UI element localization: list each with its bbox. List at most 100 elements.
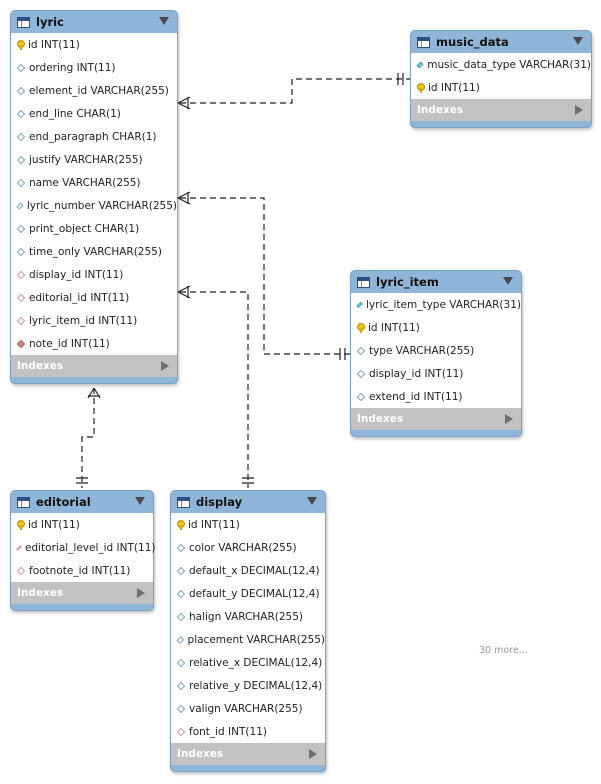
column-row[interactable]: halign VARCHAR(255) bbox=[171, 605, 325, 628]
table-title: music_data bbox=[436, 35, 509, 49]
column-label: editorial_id INT(11) bbox=[29, 291, 130, 304]
expand-arrow-icon[interactable] bbox=[575, 105, 583, 115]
column-row[interactable]: ordering INT(11) bbox=[11, 56, 177, 79]
crows-foot-marker bbox=[177, 191, 191, 205]
column-row[interactable]: end_paragraph CHAR(1) bbox=[11, 125, 177, 148]
indexes-section[interactable]: Indexes bbox=[171, 743, 325, 765]
column-row[interactable]: end_line CHAR(1) bbox=[11, 102, 177, 125]
expand-arrow-icon[interactable] bbox=[505, 414, 513, 424]
column-label: print_object CHAR(1) bbox=[29, 222, 140, 235]
collapse-arrow-icon[interactable] bbox=[573, 37, 583, 45]
column-diamond-icon bbox=[16, 132, 26, 141]
column-row[interactable]: element_id VARCHAR(255) bbox=[11, 79, 177, 102]
table-header[interactable]: music_data bbox=[411, 31, 591, 53]
primary-key-icon bbox=[17, 39, 25, 50]
column-diamond-icon bbox=[176, 635, 184, 644]
collapse-arrow-icon[interactable] bbox=[307, 497, 317, 505]
column-row[interactable]: note_id INT(11) bbox=[11, 332, 177, 355]
column-row[interactable]: music_data_type VARCHAR(31) bbox=[411, 53, 591, 76]
table-lyric[interactable]: lyric id INT(11)ordering INT(11)element_… bbox=[10, 10, 178, 384]
column-row[interactable]: lyric_item_id INT(11) bbox=[11, 309, 177, 332]
table-header[interactable]: editorial bbox=[11, 491, 153, 513]
column-row[interactable]: time_only VARCHAR(255) bbox=[11, 240, 177, 263]
link-lyric-editorial bbox=[81, 388, 95, 488]
foreign-key-diamond-icon bbox=[16, 293, 26, 302]
column-row[interactable]: lyric_item_type VARCHAR(31) bbox=[351, 293, 521, 316]
column-row[interactable]: id INT(11) bbox=[351, 316, 521, 339]
column-row[interactable]: relative_y DECIMAL(12,4) bbox=[171, 674, 325, 697]
column-diamond-icon bbox=[176, 566, 186, 575]
column-row[interactable]: default_x DECIMAL(12,4) bbox=[171, 559, 325, 582]
column-label: end_paragraph CHAR(1) bbox=[29, 130, 157, 143]
column-row[interactable]: display_id INT(11) bbox=[11, 263, 177, 286]
crows-foot-marker bbox=[87, 387, 101, 399]
column-row[interactable]: display_id INT(11) bbox=[351, 362, 521, 385]
one-marker bbox=[76, 477, 88, 484]
link-lyric-lyric-item bbox=[180, 197, 352, 355]
column-label: note_id INT(11) bbox=[29, 337, 110, 350]
column-row[interactable]: id INT(11) bbox=[11, 513, 153, 536]
table-header[interactable]: display bbox=[171, 491, 325, 513]
more-tables-label[interactable]: 30 more... bbox=[479, 645, 528, 656]
table-icon bbox=[417, 36, 430, 48]
table-title: lyric_item bbox=[376, 275, 439, 289]
table-icon bbox=[17, 496, 30, 508]
table-display[interactable]: display id INT(11) color VARCHAR(255) defa… bbox=[170, 490, 326, 772]
table-icon bbox=[357, 276, 370, 288]
column-row[interactable]: font_id INT(11) bbox=[171, 720, 325, 743]
table-header[interactable]: lyric bbox=[11, 11, 177, 33]
indexes-section[interactable]: Indexes bbox=[11, 355, 177, 377]
column-label: id INT(11) bbox=[368, 321, 420, 334]
column-row[interactable]: id INT(11) bbox=[411, 76, 591, 99]
indexes-section[interactable]: Indexes bbox=[351, 408, 521, 430]
one-marker bbox=[397, 73, 404, 85]
column-row[interactable]: id INT(11) bbox=[171, 513, 325, 536]
column-row[interactable]: valign VARCHAR(255) bbox=[171, 697, 325, 720]
table-header[interactable]: lyric_item bbox=[351, 271, 521, 293]
column-row[interactable]: editorial_level_id INT(11) bbox=[11, 536, 155, 559]
column-diamond-icon bbox=[356, 369, 366, 378]
expand-arrow-icon[interactable] bbox=[137, 588, 145, 598]
column-row[interactable]: footnote_id INT(11) bbox=[11, 559, 153, 582]
column-row[interactable]: lyric_number VARCHAR(255) bbox=[11, 194, 177, 217]
column-diamond-icon bbox=[16, 247, 26, 256]
column-row[interactable]: color VARCHAR(255) bbox=[171, 536, 325, 559]
column-row[interactable]: id INT(11) bbox=[11, 33, 177, 56]
column-row[interactable]: name VARCHAR(255) bbox=[11, 171, 177, 194]
table-lyric-item[interactable]: lyric_item lyric_item_type VARCHAR(31) id… bbox=[350, 270, 522, 437]
column-diamond-icon bbox=[356, 346, 366, 355]
collapse-arrow-icon[interactable] bbox=[159, 17, 169, 25]
column-row[interactable]: print_object CHAR(1) bbox=[11, 217, 177, 240]
column-row[interactable]: relative_x DECIMAL(12,4) bbox=[171, 651, 325, 674]
table-editorial[interactable]: editorial id INT(11)editorial_level_id I… bbox=[10, 490, 155, 611]
collapse-arrow-icon[interactable] bbox=[503, 277, 513, 285]
indexes-section[interactable]: Indexes bbox=[11, 582, 153, 604]
table-music-data[interactable]: music_data music_data_type VARCHAR(31) id… bbox=[410, 30, 592, 128]
indexes-section[interactable]: Indexes bbox=[411, 99, 591, 121]
column-row[interactable]: placement VARCHAR(255) bbox=[171, 628, 325, 651]
column-label: relative_x DECIMAL(12,4) bbox=[189, 656, 323, 669]
column-label: default_x DECIMAL(12,4) bbox=[189, 564, 320, 577]
indexes-label: Indexes bbox=[357, 413, 404, 425]
column-diamond-icon bbox=[176, 704, 186, 713]
primary-key-icon bbox=[357, 322, 365, 333]
column-row[interactable]: editorial_id INT(11) bbox=[11, 286, 177, 309]
column-label: lyric_item_id INT(11) bbox=[29, 314, 138, 327]
primary-key-icon bbox=[417, 82, 425, 93]
column-diamond-icon bbox=[356, 392, 366, 401]
expand-arrow-icon[interactable] bbox=[161, 361, 169, 371]
column-label: id INT(11) bbox=[188, 518, 240, 531]
column-label: extend_id INT(11) bbox=[369, 390, 463, 403]
column-diamond-icon bbox=[176, 612, 186, 621]
expand-arrow-icon[interactable] bbox=[309, 749, 317, 759]
column-row[interactable]: extend_id INT(11) bbox=[351, 385, 521, 408]
collapse-arrow-icon[interactable] bbox=[135, 497, 145, 505]
column-diamond-icon bbox=[176, 589, 186, 598]
column-label: music_data_type VARCHAR(31) bbox=[427, 58, 591, 71]
column-row[interactable]: default_y DECIMAL(12,4) bbox=[171, 582, 325, 605]
column-row[interactable]: justify VARCHAR(255) bbox=[11, 148, 177, 171]
column-row[interactable]: type VARCHAR(255) bbox=[351, 339, 521, 362]
column-label: lyric_number VARCHAR(255) bbox=[26, 199, 177, 212]
indexes-label: Indexes bbox=[417, 104, 464, 116]
column-label: color VARCHAR(255) bbox=[189, 541, 297, 554]
